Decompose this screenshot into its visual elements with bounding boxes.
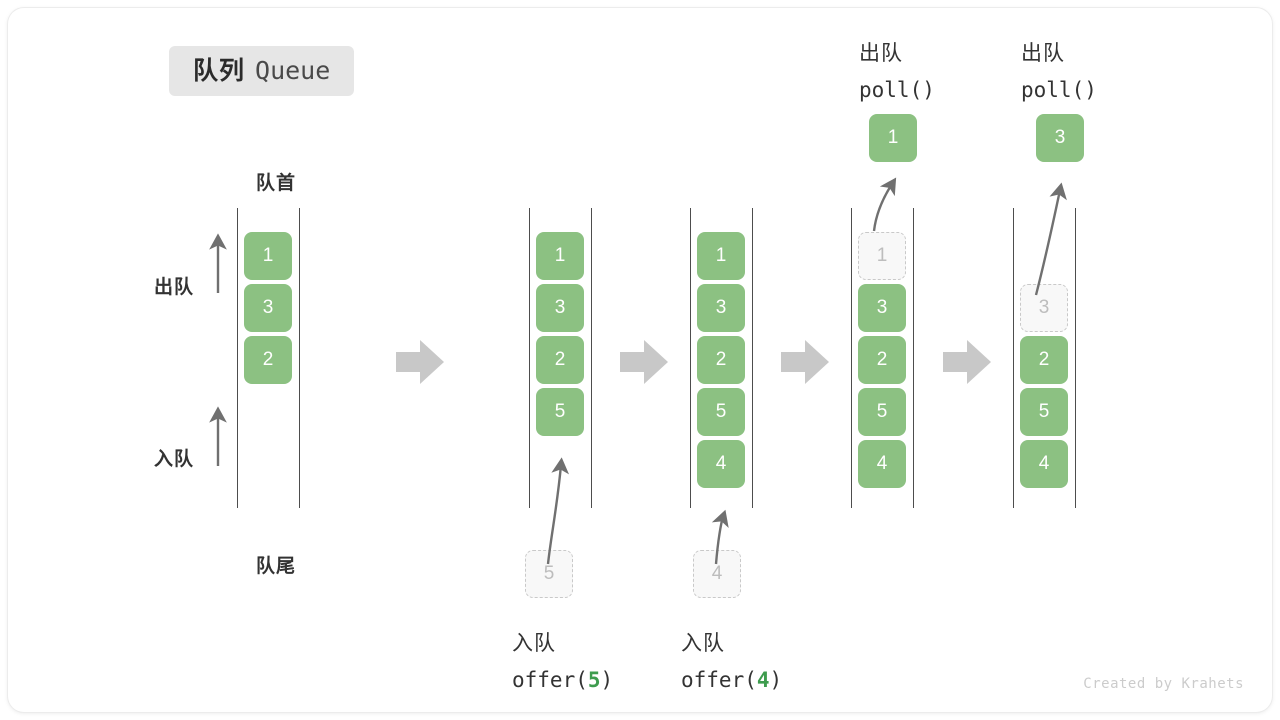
popped-value-box-1: 1 bbox=[869, 114, 917, 162]
queue-cell: 5 bbox=[536, 388, 584, 436]
rail-left bbox=[851, 208, 852, 508]
poll-caption-1: 出队 poll() bbox=[859, 36, 935, 108]
offer-caption-5: 入队 offer(5) bbox=[512, 626, 613, 698]
watermark-credit: Created by Krahets bbox=[1083, 676, 1244, 692]
queue-cell: 2 bbox=[697, 336, 745, 384]
popped-value-box-2: 3 bbox=[1036, 114, 1084, 162]
poll-caption-1-code: poll() bbox=[859, 78, 935, 102]
queue-cell: 5 bbox=[697, 388, 745, 436]
poll-caption-1-zh: 出队 bbox=[859, 42, 903, 65]
rail-right bbox=[591, 208, 592, 508]
dequeue-arrow-3 bbox=[1034, 182, 1067, 296]
label-dequeue-direction: 出队 bbox=[154, 277, 195, 298]
queue-cell: 5 bbox=[1020, 388, 1068, 436]
poll-caption-2-zh: 出队 bbox=[1021, 42, 1065, 65]
queue-cell: 3 bbox=[536, 284, 584, 332]
incoming-ghost-cell: 5 bbox=[525, 550, 573, 598]
poll-caption-2-code: poll() bbox=[1021, 78, 1097, 102]
incoming-ghost-cell: 4 bbox=[693, 550, 741, 598]
offer-caption-4: 入队 offer(4) bbox=[681, 626, 782, 698]
offer-caption-4-code: offer(4) bbox=[681, 668, 783, 692]
rail-right bbox=[299, 208, 300, 508]
dequeue-arrow-1 bbox=[872, 177, 897, 232]
queue-cell: 2 bbox=[244, 336, 292, 384]
rail-right bbox=[913, 208, 914, 508]
queue-cell: 3 bbox=[244, 284, 292, 332]
rail-left bbox=[529, 208, 530, 508]
label-queue-tail: 队尾 bbox=[255, 556, 296, 577]
label-enqueue-direction: 入队 bbox=[154, 449, 195, 470]
rail-right bbox=[752, 208, 753, 508]
diagram-title-badge: 队列 Queue bbox=[169, 46, 355, 96]
queue-cell: 2 bbox=[1020, 336, 1068, 384]
offer-caption-5-zh: 入队 bbox=[512, 632, 556, 655]
arrows-overlay bbox=[209, 177, 1067, 565]
rail-left bbox=[690, 208, 691, 508]
queue-cell: 3 bbox=[858, 284, 906, 332]
queue-cell: 3 bbox=[1020, 284, 1068, 332]
queue-cell: 4 bbox=[697, 440, 745, 488]
queue-cell: 2 bbox=[858, 336, 906, 384]
title-zh: 队列 bbox=[193, 57, 246, 85]
queue-cell: 4 bbox=[1020, 440, 1068, 488]
queue-cell: 1 bbox=[536, 232, 584, 280]
queue-cell: 1 bbox=[244, 232, 292, 280]
queue-cell: 3 bbox=[697, 284, 745, 332]
rail-left bbox=[237, 208, 238, 508]
label-queue-head: 队首 bbox=[255, 173, 296, 194]
queue-cell: 5 bbox=[858, 388, 906, 436]
poll-caption-2: 出队 poll() bbox=[1021, 36, 1097, 108]
queue-cell: 1 bbox=[697, 232, 745, 280]
queue-cell: 2 bbox=[536, 336, 584, 384]
rail-right bbox=[1075, 208, 1076, 508]
offer-caption-4-zh: 入队 bbox=[681, 632, 725, 655]
queue-cell: 1 bbox=[858, 232, 906, 280]
queue-cell: 4 bbox=[858, 440, 906, 488]
offer-caption-5-code: offer(5) bbox=[512, 668, 614, 692]
rail-left bbox=[1013, 208, 1014, 508]
title-en: Queue bbox=[255, 56, 331, 85]
